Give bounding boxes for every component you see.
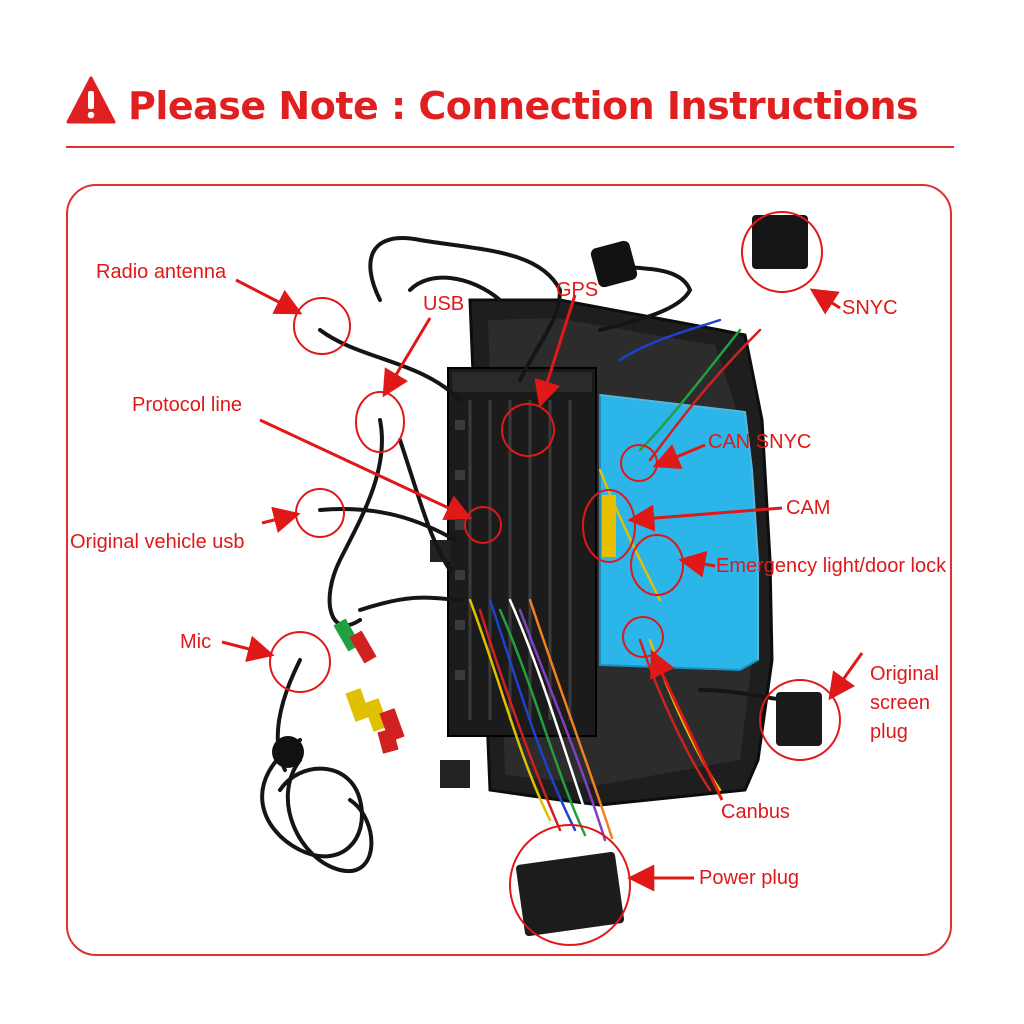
page-title: Please Note : Connection Instructions: [128, 84, 919, 128]
circle-gps: [501, 403, 555, 457]
label-mic: Mic: [180, 631, 212, 653]
mic-capsule: [272, 736, 304, 768]
label-cam: CAM: [786, 497, 831, 519]
label-gps: GPS: [556, 279, 599, 301]
cam-connector: [602, 495, 616, 557]
circle-protocol-line: [464, 506, 502, 544]
label-power-plug: Power plug: [699, 867, 800, 889]
circle-screen-plug: [759, 679, 841, 761]
label-canbus: Canbus: [721, 801, 790, 823]
circle-original-usb: [295, 488, 345, 538]
label-radio-antenna: Radio antenna: [96, 261, 227, 283]
label-original-vehicle-usb: Original vehicle usb: [70, 531, 245, 553]
power-plug-connector: [515, 851, 625, 937]
callout-arrows: [221, 278, 864, 892]
warning-icon: [66, 76, 116, 124]
screen-plug-connector: [776, 692, 822, 746]
circle-radio-antenna: [293, 297, 351, 355]
screen-back-panel: [599, 393, 759, 672]
title-divider: [66, 146, 954, 148]
snyc-connector: [752, 215, 808, 269]
circle-usb: [355, 391, 405, 453]
gps-antenna: [590, 240, 638, 288]
label-protocol-line: Protocol line: [132, 394, 243, 416]
rca-cluster: [333, 618, 405, 754]
head-unit: [430, 367, 597, 788]
circle-snyc: [741, 211, 823, 293]
header: Please Note : Connection Instructions: [66, 70, 956, 150]
label-snyc: SNYC: [842, 297, 898, 319]
circle-mic: [269, 631, 331, 693]
label-can-snyc: CAN SNYC: [708, 431, 812, 453]
label-original-screen-plug: Original screen plug: [870, 663, 939, 743]
diagram-frame: [66, 184, 952, 956]
circle-canbus: [622, 616, 664, 658]
label-emergency-light: Emergency light/door lock: [716, 555, 947, 577]
label-usb: USB: [423, 293, 465, 315]
